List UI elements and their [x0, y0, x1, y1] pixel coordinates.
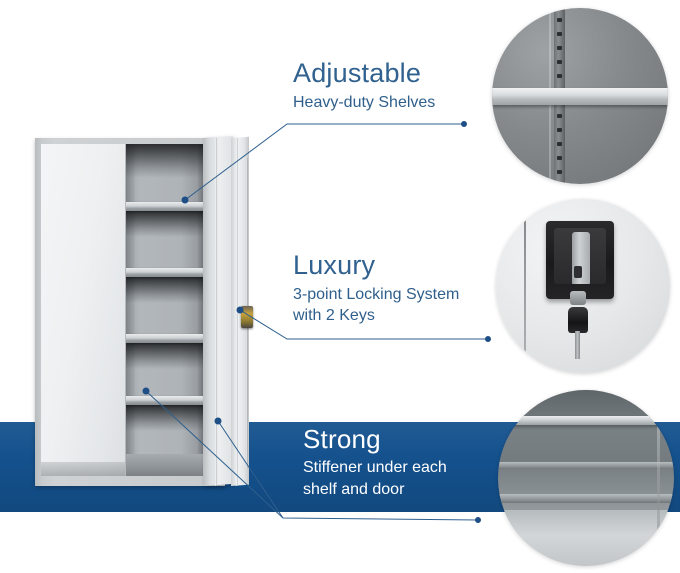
shelf-shadow	[126, 144, 205, 178]
cabinet-inner-left-wall	[126, 144, 135, 476]
feature-block-strong: Strong Stiffener under each shelf and do…	[303, 423, 447, 501]
cabinet-shelf	[126, 334, 205, 343]
shelf-shadow	[126, 343, 205, 369]
shelf-shadow	[126, 277, 205, 303]
handle-recess	[554, 228, 606, 284]
end-dot-strong	[475, 517, 481, 523]
adjustable-subtext: Heavy-duty Shelves	[293, 94, 436, 111]
door-handle	[572, 232, 590, 284]
cabinet-shelf	[126, 396, 205, 405]
luxury-subtext-line2: with 2 Keys	[293, 307, 375, 324]
lock-cylinder	[570, 291, 586, 305]
open-door-inner-face	[203, 135, 233, 486]
strong-heading: Strong	[303, 424, 381, 454]
product-cabinet-image	[35, 135, 253, 490]
door-rib	[236, 137, 238, 486]
luxury-subtext-line1: 3-point Locking System	[293, 286, 460, 303]
feature-block-adjustable: Adjustable Heavy-duty Shelves	[293, 56, 435, 113]
shelf-stiffener-bar	[498, 416, 674, 425]
cabinet-floor	[126, 454, 205, 476]
cabinet-body	[35, 138, 225, 486]
adjustable-shelf-edge	[492, 88, 668, 105]
feature-block-luxury: Luxury 3-point Locking System with 2 Key…	[293, 248, 459, 326]
adjustable-heading: Adjustable	[293, 58, 422, 88]
shelf-stiffener-lip	[498, 462, 674, 469]
detail-circle-lock	[496, 199, 670, 373]
cabinet-open-right-door	[203, 135, 259, 490]
shelf-stiffener-lip	[498, 494, 674, 503]
door-panel-surface	[498, 510, 674, 566]
lock-handle-plate	[546, 221, 614, 299]
cabinet-shelf	[126, 268, 205, 277]
luxury-heading: Luxury	[293, 250, 376, 280]
end-dot-adjustable	[461, 121, 467, 127]
cabinet-inner-right-wall	[198, 144, 205, 476]
cabinet-shelf	[126, 202, 205, 211]
cabinet-interior	[126, 144, 205, 476]
end-dot-luxury	[485, 336, 491, 342]
strong-subtext-line2: shelf and door	[303, 481, 405, 498]
key-head	[568, 307, 588, 333]
shelf-shadow	[126, 405, 205, 431]
detail-circle-adjustable-shelf	[492, 8, 668, 184]
door-lock-mechanism	[241, 306, 253, 328]
cabinet-closed-left-door	[41, 144, 126, 476]
door-seam	[524, 199, 526, 373]
door-rib	[215, 137, 217, 486]
strong-subtext-line1: Stiffener under each	[303, 459, 447, 476]
cabinet-top-surface	[498, 390, 674, 416]
shelf-shadow	[126, 211, 205, 237]
detail-circle-stiffener	[498, 390, 674, 566]
key-blade	[575, 331, 580, 359]
door-vertical-edge	[657, 390, 660, 566]
